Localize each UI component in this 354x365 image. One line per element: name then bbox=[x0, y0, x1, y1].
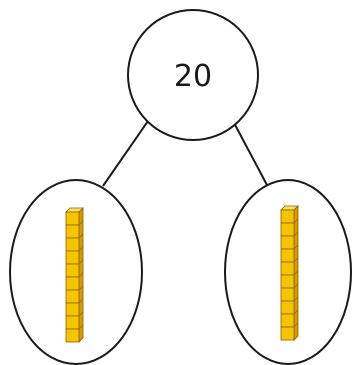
unit-cube bbox=[280, 300, 295, 315]
unit-cube bbox=[280, 248, 295, 263]
connector-line-left bbox=[102, 120, 149, 187]
cube-side-edge bbox=[293, 231, 299, 237]
cube-side-edge bbox=[78, 272, 84, 278]
cube-side-edge bbox=[293, 270, 299, 276]
cube-side-edge bbox=[78, 285, 84, 291]
cube-side-edge bbox=[293, 205, 299, 211]
unit-cube bbox=[280, 326, 295, 341]
unit-cube bbox=[280, 287, 295, 302]
cube-side-edge bbox=[293, 283, 299, 289]
connector-line-right bbox=[232, 120, 268, 186]
cube-side-edge bbox=[293, 322, 299, 328]
unit-cube bbox=[280, 209, 295, 224]
cube-side-edge bbox=[78, 298, 84, 304]
whole-circle bbox=[127, 9, 259, 141]
cube-side-edge bbox=[78, 207, 84, 213]
cube-side-edge bbox=[78, 324, 84, 330]
unit-cube bbox=[65, 224, 80, 239]
cube-side-edge bbox=[78, 259, 84, 265]
cube-side-edge bbox=[293, 244, 299, 250]
unit-cube bbox=[65, 237, 80, 252]
unit-cube bbox=[280, 261, 295, 276]
unit-cube bbox=[65, 289, 80, 304]
cube-side-edge bbox=[293, 257, 299, 263]
cube-side-edge bbox=[78, 246, 84, 252]
cube-side-edge bbox=[78, 311, 84, 317]
unit-cube bbox=[280, 313, 295, 328]
cube-side-edge bbox=[78, 233, 84, 239]
right-tens-rod bbox=[280, 205, 299, 341]
unit-cube bbox=[280, 222, 295, 237]
unit-cube bbox=[65, 250, 80, 265]
left-tens-rod bbox=[65, 207, 84, 343]
unit-cube bbox=[65, 328, 80, 343]
unit-cube bbox=[65, 276, 80, 291]
cube-side-edge bbox=[78, 220, 84, 226]
unit-cube bbox=[65, 263, 80, 278]
unit-cube bbox=[280, 235, 295, 250]
unit-cube bbox=[65, 211, 80, 226]
cube-side-edge bbox=[293, 309, 299, 315]
unit-cube bbox=[65, 302, 80, 317]
whole-number: 20 bbox=[174, 59, 212, 94]
cube-side-edge bbox=[293, 218, 299, 224]
cube-side-edge bbox=[293, 296, 299, 302]
unit-cube bbox=[280, 274, 295, 289]
unit-cube bbox=[65, 315, 80, 330]
